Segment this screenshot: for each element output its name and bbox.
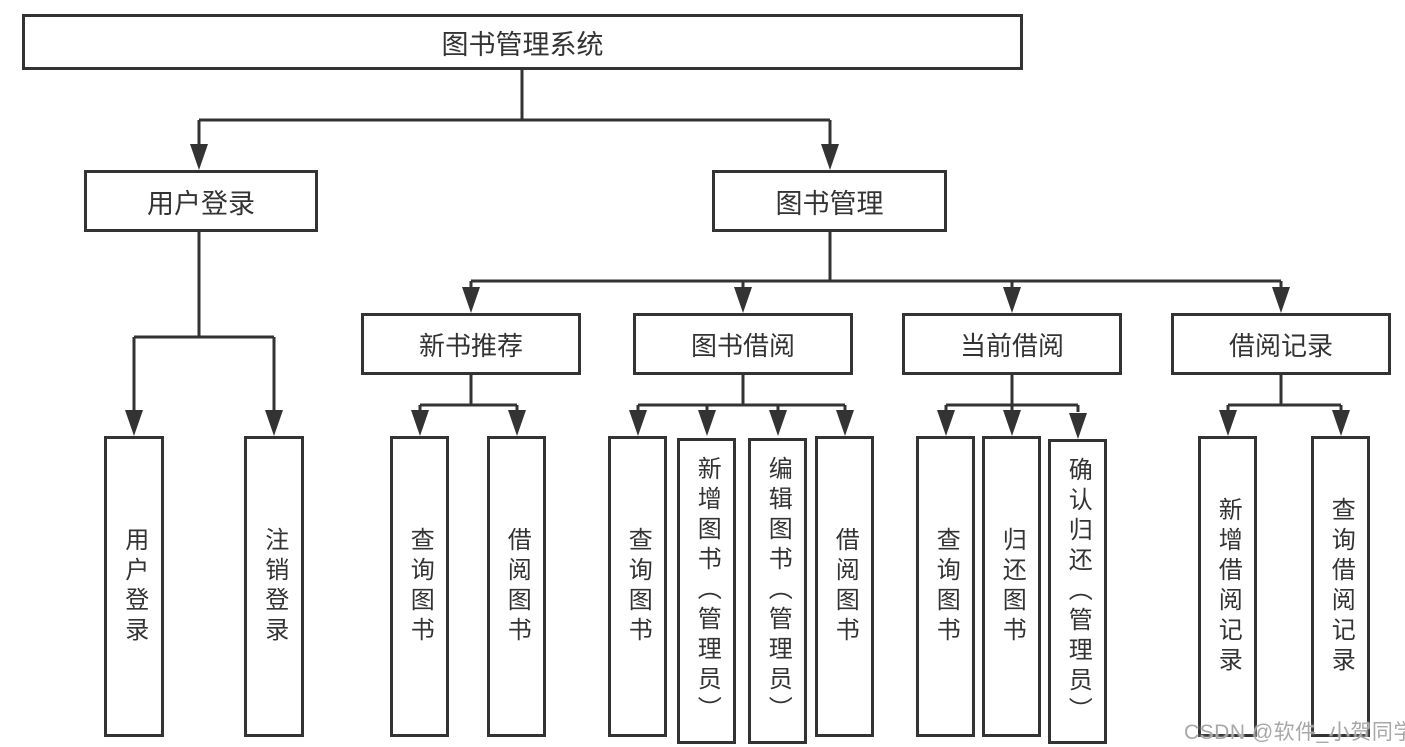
arrow-leaf-e2 (1332, 410, 1350, 436)
arrow-leaf-d1 (937, 410, 955, 436)
leaf-confirm-return-admin-label: 确认归还（管理员） (1064, 456, 1092, 727)
leaf-borrow-query-books-label: 查询图书 (624, 526, 652, 647)
leaf-query-borrow-record: 查询借阅记录 (1311, 436, 1370, 737)
leaf-logout: 注销登录 (244, 436, 304, 737)
arrow-leaf-d3 (1069, 413, 1087, 439)
arrow-leaf-e1 (1219, 410, 1237, 436)
wire-current-to-leaves (944, 375, 1080, 412)
leaf-recommend-query-books: 查询图书 (390, 436, 449, 737)
leaf-recommend-borrow-books-label: 借阅图书 (503, 526, 531, 647)
node-borrow-records-label: 借阅记录 (1228, 330, 1333, 361)
leaf-user-login-label: 用户登录 (120, 526, 148, 647)
leaf-borrow-books-label: 借阅图书 (831, 526, 859, 647)
wire-root-to-level2 (197, 70, 832, 146)
node-user-login-label: 用户登录 (147, 188, 255, 219)
node-book-management-label: 图书管理 (775, 188, 884, 219)
arrow-borrow (734, 287, 752, 313)
arrow-records (1272, 287, 1290, 313)
leaf-query-borrow-record-label: 查询借阅记录 (1327, 496, 1355, 677)
node-book-management: 图书管理 (712, 170, 947, 232)
arrow-leaf-a2 (265, 410, 283, 436)
arrow-leaf-c2 (698, 410, 716, 436)
leaf-edit-books-admin: 编辑图书（管理员） (748, 438, 807, 744)
arrow-leaf-b1 (411, 410, 429, 436)
leaf-add-books-admin: 新增图书（管理员） (677, 438, 736, 744)
arrow-current (1003, 287, 1021, 313)
leaf-return-books-label: 归还图书 (998, 526, 1026, 647)
leaf-borrow-books: 借阅图书 (815, 436, 874, 737)
wire-recommend-to-leaves (418, 375, 519, 412)
wire-records-to-leaves (1226, 375, 1343, 412)
arrowheads (125, 144, 1350, 439)
leaf-add-borrow-record-label: 新增借阅记录 (1214, 496, 1242, 677)
arrow-leaf-c4 (836, 410, 854, 436)
leaf-return-books: 归还图书 (982, 436, 1041, 737)
leaf-confirm-return-admin: 确认归还（管理员） (1048, 439, 1107, 744)
node-borrow-records: 借阅记录 (1171, 313, 1391, 375)
arrow-leaf-c3 (769, 410, 787, 436)
wire-bookmgmt-to-level3 (469, 232, 1283, 290)
leaf-edit-books-admin-label: 编辑图书（管理员） (764, 456, 792, 726)
wire-userlogin-to-leaves (132, 232, 276, 412)
arrow-leaf-b2 (508, 410, 526, 436)
arrow-leaf-d2 (1003, 410, 1021, 436)
arrow-user-login (190, 144, 208, 170)
arrow-leaf-a1 (125, 410, 143, 436)
leaf-current-query-books: 查询图书 (916, 436, 975, 737)
leaf-logout-label: 注销登录 (260, 526, 288, 647)
node-book-borrow: 图书借阅 (633, 313, 853, 375)
wire-borrow-to-leaves (636, 375, 847, 412)
leaf-borrow-query-books: 查询图书 (608, 436, 667, 737)
node-book-borrow-label: 图书借阅 (690, 330, 795, 361)
leaf-current-query-books-label: 查询图书 (932, 526, 960, 647)
leaf-recommend-borrow-books: 借阅图书 (487, 436, 546, 737)
node-new-book-recommend-label: 新书推荐 (418, 330, 523, 361)
arrow-leaf-c1 (629, 410, 647, 436)
arrow-book-mgmt (821, 144, 839, 170)
node-root-label: 图书管理系统 (441, 29, 604, 60)
node-new-book-recommend: 新书推荐 (361, 313, 581, 375)
leaf-add-borrow-record: 新增借阅记录 (1198, 436, 1257, 737)
leaf-add-books-admin-label: 新增图书（管理员） (693, 456, 721, 726)
node-root: 图书管理系统 (22, 14, 1023, 70)
arrow-recommend (462, 287, 480, 313)
node-user-login: 用户登录 (84, 170, 318, 232)
node-current-borrow-label: 当前借阅 (959, 330, 1064, 361)
node-current-borrow: 当前借阅 (902, 313, 1122, 375)
leaf-user-login: 用户登录 (104, 436, 164, 737)
csdn-watermark: CSDN @软件_小贺同学 (1184, 721, 1405, 744)
leaf-recommend-query-books-label: 查询图书 (406, 526, 434, 647)
